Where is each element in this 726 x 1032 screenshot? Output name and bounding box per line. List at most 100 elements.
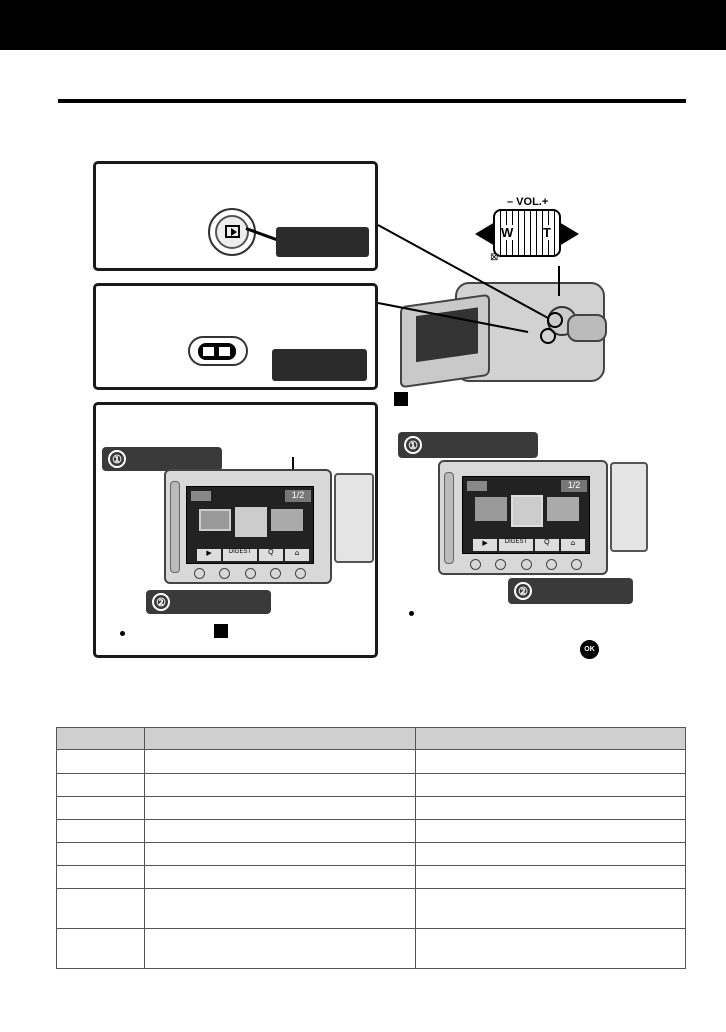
step-frame-play bbox=[93, 161, 378, 271]
toolbar-digest-button[interactable]: DIGEST bbox=[499, 539, 533, 551]
table-cell bbox=[415, 842, 686, 866]
table-cell bbox=[144, 842, 416, 866]
lcd-screen-right: 1/2 ▶ DIGEST Q ⌂ bbox=[462, 476, 590, 554]
step-frame-screen: ① 1/2 ▶ DIGEST Q ⌂ ② bbox=[93, 402, 378, 658]
page-indicator-left: 1/2 bbox=[285, 490, 311, 502]
step-1-label-right: ① bbox=[398, 432, 538, 458]
step-2-label-right: ② bbox=[508, 578, 633, 604]
table-cell bbox=[415, 865, 686, 889]
step-frame-mode bbox=[93, 283, 378, 390]
table-cell bbox=[415, 928, 686, 969]
thumbnail-2[interactable] bbox=[511, 495, 543, 527]
toolbar-play-button[interactable]: ▶ bbox=[197, 549, 222, 561]
table-cell bbox=[144, 749, 416, 774]
toolbar-search-button[interactable]: Q bbox=[258, 549, 283, 561]
table-cell bbox=[56, 888, 145, 929]
table-cell bbox=[144, 865, 416, 889]
table-cell bbox=[56, 796, 145, 820]
toolbar-left: ▶ DIGEST Q ⌂ bbox=[197, 549, 310, 561]
camera-top-button bbox=[558, 266, 560, 296]
vol-label: – VOL.+ bbox=[507, 196, 549, 208]
video-photo-mode-icon bbox=[198, 343, 236, 360]
table-cell bbox=[144, 928, 416, 969]
table-header-cell bbox=[415, 727, 686, 750]
op-button[interactable] bbox=[571, 559, 582, 570]
op-button[interactable] bbox=[269, 568, 281, 579]
lcd-hinge-right bbox=[610, 462, 648, 552]
table-row bbox=[56, 749, 686, 774]
touch-slider-right[interactable] bbox=[444, 472, 454, 564]
thumbnail-1[interactable] bbox=[199, 509, 231, 531]
thumbnail-1[interactable] bbox=[475, 497, 507, 521]
table-cell bbox=[56, 842, 145, 866]
play-label-box bbox=[276, 227, 369, 257]
table-row bbox=[56, 819, 686, 843]
op-button[interactable] bbox=[520, 559, 532, 570]
table-cell bbox=[144, 773, 416, 797]
play-icon bbox=[225, 225, 240, 238]
toolbar-delete-button[interactable]: ⌂ bbox=[560, 539, 586, 551]
title-rule bbox=[58, 99, 686, 103]
bullet-right bbox=[409, 611, 414, 616]
op-button[interactable] bbox=[495, 559, 507, 570]
op-button[interactable] bbox=[194, 568, 205, 579]
tele-label: T bbox=[543, 225, 551, 240]
ok-icon-label: OK bbox=[584, 646, 595, 653]
table-row bbox=[56, 928, 686, 969]
lcd-panel-right: 1/2 ▶ DIGEST Q ⌂ bbox=[438, 460, 608, 575]
operation-buttons-right bbox=[470, 559, 582, 571]
table-row bbox=[56, 773, 686, 797]
table-cell bbox=[56, 928, 145, 969]
mode-label-box bbox=[272, 349, 367, 381]
toolbar-play-button[interactable]: ▶ bbox=[473, 539, 498, 551]
table-cell bbox=[415, 773, 686, 797]
table-cell bbox=[415, 796, 686, 820]
table-header-cell bbox=[144, 727, 416, 750]
pointer-lines bbox=[377, 224, 563, 344]
table-header-cell bbox=[56, 727, 145, 750]
thumbnail-2[interactable] bbox=[235, 507, 267, 537]
table-cell bbox=[415, 888, 686, 929]
table-cell bbox=[56, 773, 145, 797]
table-row bbox=[56, 842, 686, 866]
op-button[interactable] bbox=[545, 559, 557, 570]
bullet-left bbox=[120, 631, 125, 636]
op-button[interactable] bbox=[295, 568, 306, 579]
page-indicator-right: 1/2 bbox=[561, 480, 587, 492]
thumbnail-3[interactable] bbox=[271, 509, 303, 531]
op-button[interactable] bbox=[244, 568, 256, 579]
lcd-panel-left: 1/2 ▶ DIGEST Q ⌂ bbox=[164, 469, 332, 584]
toolbar-delete-button[interactable]: ⌂ bbox=[284, 549, 310, 561]
header-bar bbox=[0, 0, 726, 50]
toolbar-search-button[interactable]: Q bbox=[534, 539, 559, 551]
touch-slider-left[interactable] bbox=[170, 481, 180, 573]
table-header-row bbox=[56, 727, 686, 750]
table-cell bbox=[56, 819, 145, 843]
spec-table bbox=[56, 727, 686, 969]
table-cell bbox=[144, 819, 416, 843]
index-icon: ⊠ bbox=[490, 252, 499, 263]
ref-square-left bbox=[214, 624, 228, 638]
mode-button[interactable] bbox=[188, 336, 248, 366]
lcd-hinge-left bbox=[334, 473, 374, 563]
step-1-label-left: ① bbox=[102, 447, 222, 471]
table-cell bbox=[144, 796, 416, 820]
toolbar-digest-button[interactable]: DIGEST bbox=[223, 549, 257, 561]
table-row bbox=[56, 888, 686, 929]
zoom-lever[interactable]: – VOL.+ W T bbox=[475, 196, 579, 260]
table-cell bbox=[415, 749, 686, 774]
ok-icon: OK bbox=[580, 640, 599, 659]
thumbnail-3[interactable] bbox=[547, 497, 579, 521]
table-cell bbox=[56, 749, 145, 774]
toolbar-right: ▶ DIGEST Q ⌂ bbox=[473, 539, 586, 551]
lcd-screen-left: 1/2 ▶ DIGEST Q ⌂ bbox=[186, 486, 314, 564]
table-cell bbox=[56, 865, 145, 889]
wide-label: W bbox=[501, 225, 514, 240]
table-row bbox=[56, 796, 686, 820]
operation-buttons-left bbox=[194, 568, 306, 580]
table-row bbox=[56, 865, 686, 889]
op-button[interactable] bbox=[219, 568, 231, 579]
ref-square-camera bbox=[394, 392, 408, 406]
op-button[interactable] bbox=[470, 559, 481, 570]
table-cell bbox=[144, 888, 416, 929]
